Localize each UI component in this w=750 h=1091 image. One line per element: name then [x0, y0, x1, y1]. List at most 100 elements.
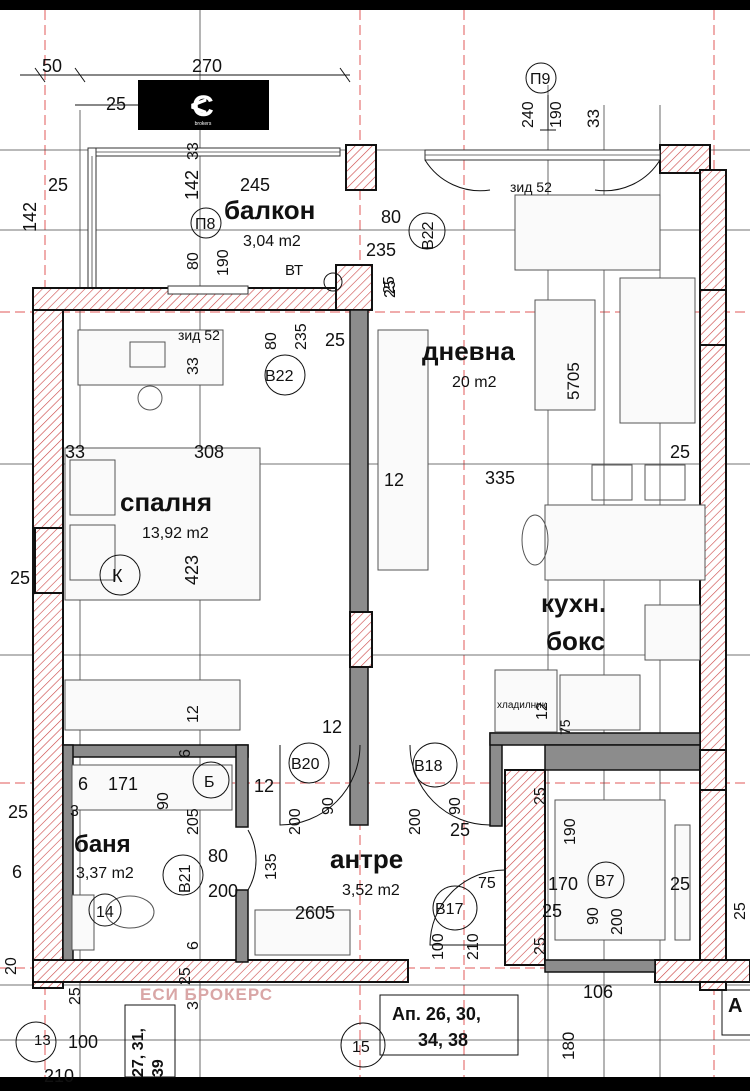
svg-text:335: 335 [485, 468, 515, 488]
svg-text:3: 3 [185, 1001, 202, 1010]
svg-text:170: 170 [548, 874, 578, 894]
bedroom-area: 13,92 m2 [142, 525, 209, 542]
svg-text:308: 308 [194, 442, 224, 462]
svg-text:90: 90 [447, 797, 464, 815]
svg-text:25: 25 [450, 820, 470, 840]
tag-bt: ВТ [285, 262, 303, 279]
svg-text:3: 3 [70, 803, 79, 820]
svg-text:205: 205 [185, 808, 202, 835]
svg-text:2605: 2605 [295, 903, 335, 923]
svg-text:5705: 5705 [564, 362, 583, 400]
svg-text:210: 210 [44, 1066, 74, 1086]
tag-p9: П9 [530, 71, 551, 88]
svg-text:6: 6 [185, 941, 202, 950]
apartment-numbers-2: 34, 38 [418, 1030, 468, 1050]
svg-text:25: 25 [48, 175, 68, 195]
watermark: ЕСИ БРОКЕРС [140, 985, 273, 1004]
svg-text:25: 25 [67, 987, 84, 1005]
svg-text:25: 25 [325, 330, 345, 350]
tag-k: К [112, 566, 123, 586]
tag-b7: В7 [595, 873, 615, 890]
apt-boxes [124, 989, 750, 1078]
windows [167, 149, 661, 295]
svg-text:423: 423 [182, 555, 202, 585]
svg-text:50: 50 [42, 56, 62, 76]
svg-text:80: 80 [381, 207, 401, 227]
tag-14: 14 [96, 904, 114, 921]
svg-text:25: 25 [177, 967, 194, 985]
svg-text:106: 106 [583, 982, 613, 1002]
svg-text:33: 33 [65, 442, 85, 462]
svg-text:12: 12 [185, 705, 202, 723]
wall-note-2: зид 52 [178, 327, 220, 343]
living-name: дневна [422, 336, 515, 366]
apartment-left-2: 39 [150, 1059, 167, 1077]
tag-15: 15 [352, 1039, 370, 1056]
fridge-label: хладилник [497, 700, 547, 711]
svg-text:270: 270 [192, 56, 222, 76]
tag-p8: П8 [195, 216, 216, 233]
svg-text:25: 25 [10, 568, 30, 588]
svg-text:80: 80 [263, 332, 280, 350]
tag-13: 13 [34, 1032, 51, 1049]
hall-area: 3,52 m2 [342, 882, 400, 899]
kitchen-name-1: кухн. [541, 588, 606, 618]
apartment-numbers-1: Ап. 26, 30, [392, 1004, 481, 1024]
svg-text:210: 210 [465, 933, 482, 960]
kitchen-name-2: бокс [546, 626, 605, 656]
balcony-name: балкон [224, 195, 315, 225]
svg-text:25: 25 [382, 280, 399, 298]
tag-circles [15, 62, 625, 1068]
svg-text:C: C [192, 90, 214, 123]
svg-text:235: 235 [366, 240, 396, 260]
dimension-lines [20, 67, 556, 131]
svg-text:200: 200 [407, 808, 424, 835]
svg-text:12: 12 [322, 717, 342, 737]
top-border [0, 0, 750, 10]
svg-text:20: 20 [3, 957, 20, 975]
tag-b22-top: В22 [420, 221, 437, 250]
tag-b18: В18 [414, 758, 443, 775]
svg-text:135: 135 [263, 853, 280, 880]
svg-text:100: 100 [68, 1032, 98, 1052]
tag-b: Б [204, 774, 215, 791]
apartment-left-1: 27, 31, [130, 1028, 147, 1077]
tag-b17: В17 [435, 901, 464, 918]
dimension-labels-vertical: 142 142 33 80 190 240 190 33 25 235 80 3… [3, 101, 749, 1060]
balcony-railing [87, 147, 341, 289]
svg-text:6: 6 [12, 862, 22, 882]
svg-text:75: 75 [478, 875, 496, 892]
svg-text:190: 190 [562, 818, 579, 845]
svg-text:75: 75 [557, 719, 573, 735]
svg-text:12: 12 [534, 702, 551, 720]
svg-text:100: 100 [430, 933, 447, 960]
svg-text:33: 33 [185, 357, 202, 375]
svg-text:200: 200 [609, 908, 626, 935]
svg-text:12: 12 [384, 470, 404, 490]
svg-text:6: 6 [78, 774, 88, 794]
furniture [64, 194, 706, 956]
svg-text:142: 142 [20, 202, 40, 232]
svg-text:<: < [190, 90, 208, 123]
wall-note-1: зид 52 [510, 179, 552, 195]
svg-text:190: 190 [548, 101, 565, 128]
svg-text:12: 12 [254, 776, 274, 796]
svg-text:245: 245 [240, 175, 270, 195]
hall-name: антре [330, 844, 403, 874]
svg-text:6: 6 [177, 749, 194, 758]
svg-text:25: 25 [670, 874, 690, 894]
svg-text:90: 90 [155, 792, 172, 810]
svg-text:25: 25 [532, 937, 549, 955]
svg-text:80: 80 [185, 252, 202, 270]
svg-text:brokers: brokers [195, 121, 212, 127]
bedroom-name: спалня [120, 487, 212, 517]
svg-text:235: 235 [293, 323, 310, 350]
svg-text:200: 200 [208, 881, 238, 901]
svg-text:80: 80 [208, 846, 228, 866]
svg-text:25: 25 [8, 802, 28, 822]
svg-text:25: 25 [732, 902, 749, 920]
svg-text:180: 180 [559, 1032, 578, 1060]
dimension-labels: 50 270 25 25 245 80 235 25 308 33 335 25… [8, 56, 690, 1086]
bath-area: 3,37 m2 [76, 865, 134, 882]
brand-logo: C brokers < [138, 80, 269, 130]
